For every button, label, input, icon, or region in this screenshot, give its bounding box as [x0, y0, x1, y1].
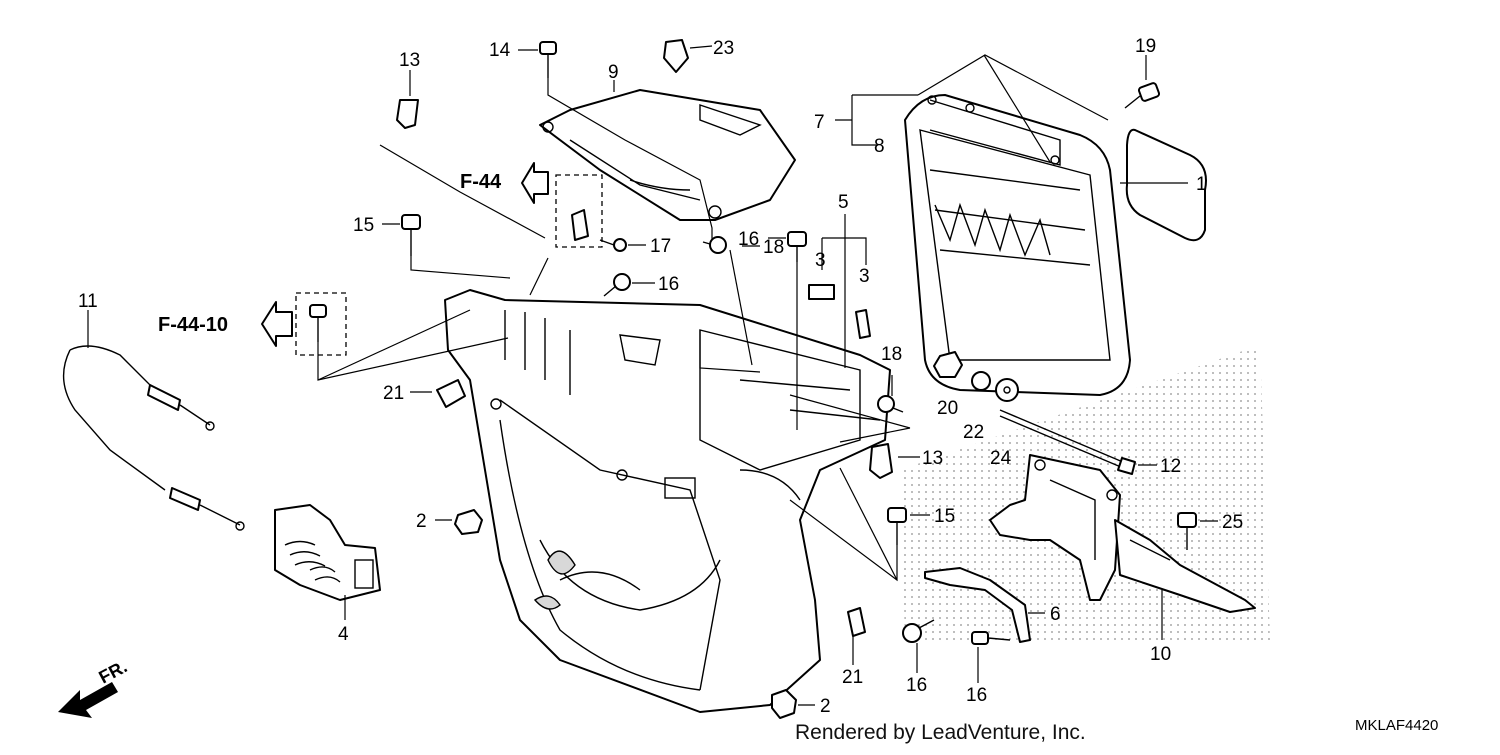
reference-arrow-icon [261, 301, 293, 347]
callout-label: 16 [658, 274, 679, 295]
callout-label: 3 [859, 266, 870, 287]
callout-label: 19 [1135, 36, 1156, 57]
callout-label: 17 [650, 236, 671, 257]
callout-label: 25 [1222, 512, 1243, 533]
front-arrow-icon: FR. [58, 656, 130, 718]
callout-label: 21 [842, 667, 863, 688]
callout-label: 20 [937, 398, 958, 419]
callout-label: 3 [815, 250, 826, 271]
callout-labels: 13 14 23 9 19 7 8 1 15 17 5 16 18 3 3 16… [78, 36, 1243, 717]
callout-label: 1 [1196, 174, 1207, 195]
stud-bolt [999, 409, 1136, 475]
callout-label: 14 [489, 40, 511, 61]
reference-arrow-icon [521, 162, 549, 204]
front-marker-label: FR. [95, 656, 130, 687]
cable-assembly [62, 345, 245, 531]
callout-label: 7 [814, 112, 825, 133]
luggage-box [444, 289, 891, 713]
callout-label: 2 [416, 511, 427, 532]
callout-label: 9 [608, 62, 619, 83]
reference-f4410: F-44-10 [158, 314, 228, 336]
callout-label: 15 [353, 215, 374, 236]
cover-frame [904, 94, 1131, 396]
callout-label: 18 [763, 237, 784, 258]
callout-label: 18 [881, 344, 902, 365]
callout-label: 8 [874, 136, 885, 157]
callout-label: 16 [906, 675, 927, 696]
callout-label: 24 [990, 448, 1012, 469]
reference-box-f44 [555, 174, 603, 248]
callout-label: 5 [838, 192, 849, 213]
callout-label: 6 [1050, 604, 1061, 625]
callout-label: 16 [966, 685, 987, 706]
callout-label: 12 [1160, 456, 1181, 477]
callout-label: 16 [738, 229, 759, 250]
callout-label: 11 [78, 291, 98, 312]
callout-label: 10 [1150, 644, 1171, 665]
hardware-parts [309, 39, 1197, 719]
callout-label: 22 [963, 422, 984, 443]
callout-label: 23 [713, 38, 734, 59]
rendered-by-credit: Rendered by LeadVenture, Inc. [795, 721, 1086, 744]
callout-label: 4 [338, 624, 349, 645]
leader-lines [87, 45, 1218, 706]
reference-box-f4410 [295, 292, 347, 356]
side-bracket [989, 454, 1256, 613]
lock-assembly [274, 504, 381, 601]
lid-panel [539, 89, 796, 221]
callout-label: 2 [820, 696, 831, 717]
callout-label: 15 [934, 506, 955, 527]
callout-label: 13 [922, 448, 943, 469]
callout-label: 13 [399, 50, 420, 71]
reference-f44: F-44 [460, 171, 502, 193]
diagram-code: MKLAF4420 [1355, 717, 1438, 734]
seal-ring [1125, 128, 1207, 242]
callout-label: 21 [383, 383, 404, 404]
side-plate [924, 567, 1031, 643]
